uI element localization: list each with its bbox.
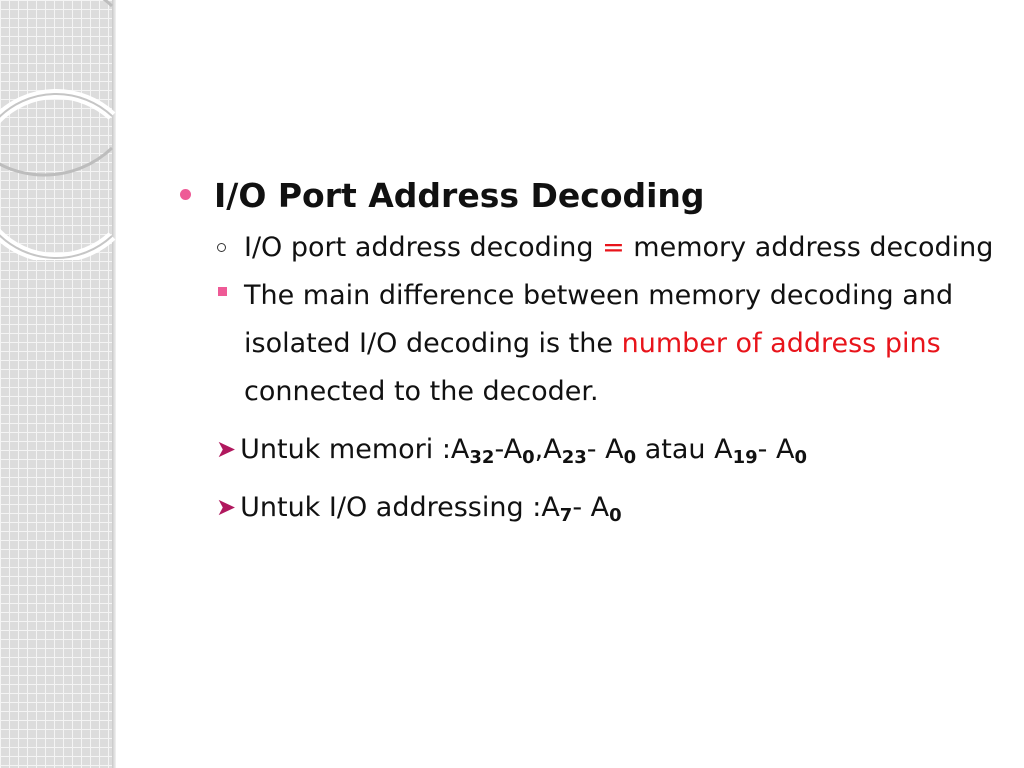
memori-a6: A [775, 434, 795, 465]
memori-sub1: 32 [469, 447, 495, 468]
pink-dot-bullet-icon [180, 189, 191, 200]
io-sub1: 7 [559, 505, 573, 526]
sub1-text-after: memory address decoding [633, 232, 994, 263]
bullet-sub1: I/O port address decoding = memory addre… [216, 224, 1000, 272]
memori-a1: A [450, 434, 470, 465]
hollow-circle-bullet-icon [217, 243, 226, 252]
side-grid-panel [0, 0, 112, 768]
small-ring-arc [0, 89, 116, 260]
slide-heading: I/O Port Address Decoding [214, 176, 705, 215]
memori-prefix: Untuk memori : [240, 434, 451, 465]
memori-a5: A [714, 434, 733, 465]
sub2-text-before: The main difference between memory decod… [244, 280, 954, 359]
decorative-rings [0, 0, 116, 260]
memori-sub2: 0 [522, 447, 535, 468]
memori-a2: A [503, 434, 523, 465]
io-sep1: - [572, 492, 591, 523]
memori-mid: atau [636, 434, 715, 465]
large-ring-arc [0, 0, 114, 177]
arrow-bullet-icon: ➤ [216, 435, 237, 463]
memori-sub6: 0 [794, 447, 807, 468]
io-a1: A [541, 492, 560, 523]
memori-a4: A [605, 434, 624, 465]
memori-sep2: , [534, 434, 544, 465]
side-panel-shadow [112, 0, 116, 768]
memori-sep1: - [494, 434, 504, 465]
small-ring-outline [0, 93, 113, 259]
sub1-text-before: I/O port address decoding [244, 232, 594, 263]
square-bullet-icon [218, 287, 227, 296]
memori-sub4: 0 [623, 447, 637, 468]
io-sub2: 0 [609, 505, 622, 526]
sub2-highlight: number of address pins [621, 328, 941, 359]
memori-sep3: - [586, 434, 606, 465]
io-a2: A [590, 492, 610, 523]
memori-line: ➤Untuk memori :A32-A0,A23- A0 atau A19- … [216, 425, 1000, 474]
equals-symbol: = [602, 232, 625, 263]
sub2-text-after: connected to the decoder. [244, 376, 599, 407]
heading-item: I/O Port Address Decoding [180, 172, 1000, 220]
io-prefix: Untuk I/O addressing : [240, 492, 542, 523]
slide-content: I/O Port Address Decoding I/O port addre… [180, 172, 1000, 532]
memori-sub5: 19 [732, 447, 758, 468]
arrow-bullet-icon: ➤ [216, 493, 237, 521]
memori-a3: A [543, 434, 562, 465]
io-line: ➤Untuk I/O addressing :A7- A0 [216, 483, 1000, 532]
memori-sep5: - [757, 434, 776, 465]
bullet-sub2: The main difference between memory decod… [216, 272, 1000, 416]
memori-sub3: 23 [561, 447, 587, 468]
